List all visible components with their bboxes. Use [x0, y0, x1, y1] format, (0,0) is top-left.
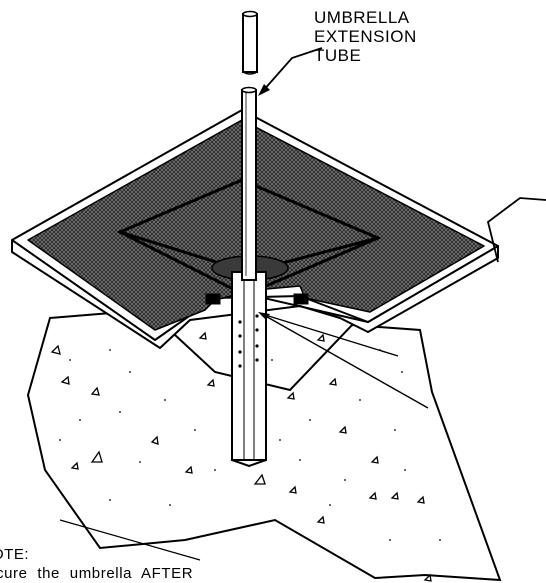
support-post — [231, 271, 267, 468]
aggregate-dots — [59, 349, 441, 541]
leader-arrowhead — [258, 84, 270, 96]
bracket-right — [293, 293, 309, 305]
post-holes — [238, 314, 259, 368]
leader-post-holes-arrow — [258, 312, 270, 320]
callout-line-2: EXTENSION — [314, 27, 417, 46]
note-body: cure the umbrella AFTER — [0, 565, 194, 582]
extension-tube-installed — [241, 86, 257, 281]
note-heading: OTE: — [0, 546, 30, 563]
leader-note — [59, 519, 201, 561]
bracket-left — [205, 293, 221, 305]
leader-post-holes — [261, 313, 429, 409]
extension-tube-exploded — [242, 10, 258, 75]
leader-right — [486, 197, 546, 263]
callout-line-1: UMBRELLA — [314, 8, 410, 27]
extension-tube-callout: UMBRELLA EXTENSION TUBE — [314, 8, 417, 65]
callout-line-3: TUBE — [314, 46, 362, 65]
leader-extension-tube — [261, 47, 323, 93]
